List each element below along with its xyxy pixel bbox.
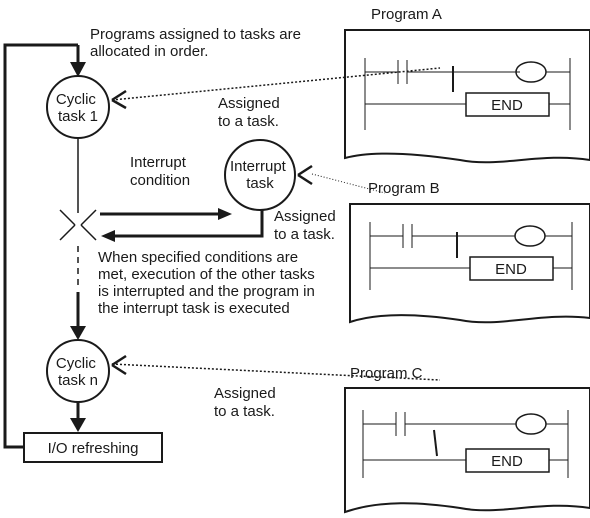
program-a-ladder — [344, 29, 590, 164]
program-c-ladder — [344, 387, 590, 514]
program-b-ladder — [349, 203, 590, 324]
program-c-title: Program C — [350, 365, 423, 382]
arrowhead-to-task-n-side — [111, 354, 127, 376]
cyclic-task-1-label: Cyclic task 1 — [56, 91, 100, 125]
arrowhead-to-io — [70, 418, 86, 432]
assign-line-a — [111, 67, 441, 101]
arrow-to-interrupt-task — [100, 208, 232, 220]
program-b-end-label: END — [495, 261, 527, 278]
assigned-label-a: Assigned to a task. — [218, 95, 284, 130]
cyclic-task-n-label: Cyclic task n — [56, 355, 100, 389]
allocation-note: Programs assigned to tasks are allocated… — [90, 26, 305, 60]
interrupt-task-label: Interrupt task — [230, 158, 290, 192]
io-refreshing-label: I/O refreshing — [48, 440, 139, 457]
assign-line-b — [311, 173, 386, 194]
assigned-label-b: Assigned to a task. — [274, 208, 340, 243]
arrowhead-to-task-n — [70, 326, 86, 340]
program-b-title: Program B — [368, 180, 440, 197]
assign-line-c — [111, 363, 441, 381]
program-a-end-label: END — [491, 97, 523, 114]
arrowhead-to-interrupt-task — [297, 164, 313, 186]
program-c-end-label: END — [491, 453, 523, 470]
arrow-return-from-interrupt — [101, 210, 264, 242]
interrupt-condition-label: Interrupt condition — [130, 154, 190, 189]
interrupt-point-marker — [59, 209, 97, 241]
arrowhead-to-task-1 — [111, 89, 127, 110]
assigned-label-c: Assigned to a task. — [214, 385, 280, 420]
interrupt-note: When specified conditions are met, execu… — [98, 249, 319, 317]
io-refreshing-box — [23, 432, 163, 463]
program-a-title: Program A — [371, 6, 442, 23]
interrupt-task-node — [224, 139, 296, 211]
